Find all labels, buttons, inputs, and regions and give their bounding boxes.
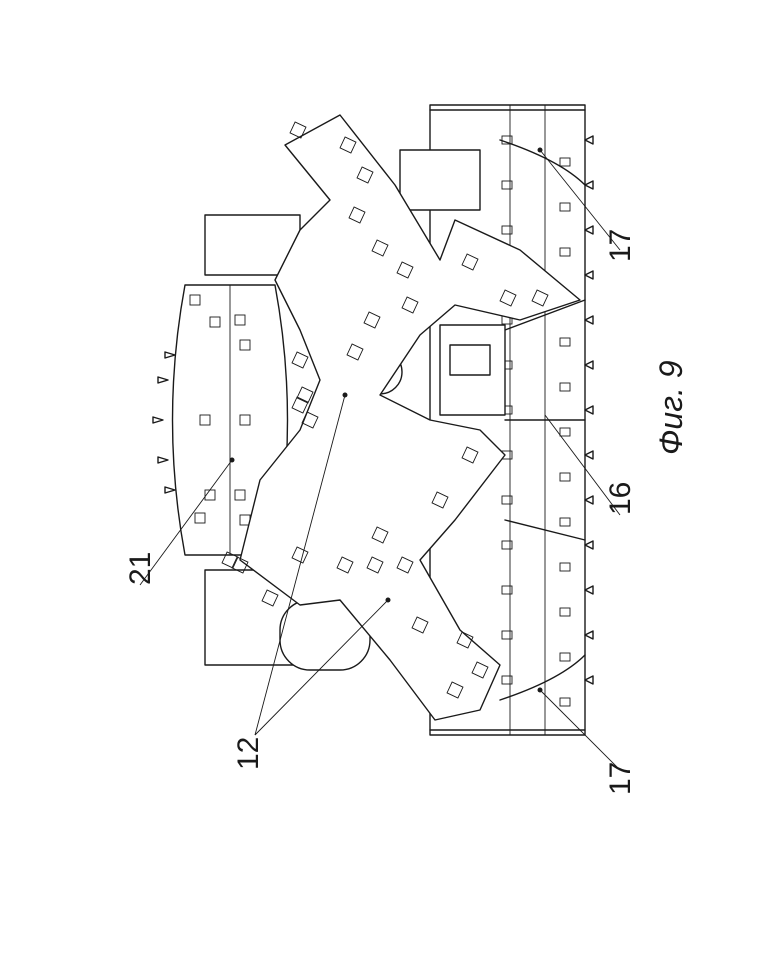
drum-pick: [165, 352, 175, 358]
drum-pick: [585, 406, 593, 414]
drum-pick: [585, 316, 593, 324]
drum-pick: [585, 226, 593, 234]
drum-pick: [585, 136, 593, 144]
drum-pick: [585, 361, 593, 369]
drum-pick: [585, 586, 593, 594]
label-17-bottom: 17: [604, 762, 637, 795]
drum-pick: [585, 676, 593, 684]
drum-pick: [585, 181, 593, 189]
figure-caption: Фиг. 9: [653, 360, 689, 455]
drum-pick: [585, 496, 593, 504]
drum-pick: [585, 271, 593, 279]
label-17-top: 17: [604, 229, 637, 262]
label-21: 21: [124, 552, 157, 585]
drum-pick: [165, 487, 175, 493]
cutter-bit: [292, 352, 308, 368]
drum-pick: [158, 377, 168, 383]
drum-pick: [153, 417, 163, 423]
label-12: 12: [232, 737, 265, 770]
label-16: 16: [604, 482, 637, 515]
drum-pick: [585, 631, 593, 639]
drum-pick: [585, 541, 593, 549]
drum-pick: [585, 451, 593, 459]
drum-pick: [158, 457, 168, 463]
